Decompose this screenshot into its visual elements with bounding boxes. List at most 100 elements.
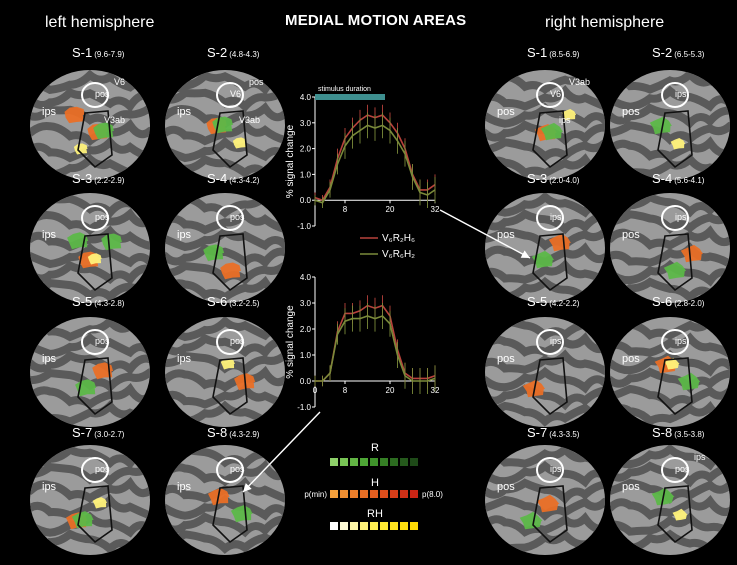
cortex-surface xyxy=(30,193,150,303)
activation-blob xyxy=(672,508,688,521)
area-label: pos xyxy=(497,353,515,365)
sulcus xyxy=(610,136,730,161)
sulcus xyxy=(165,225,285,252)
sulcus xyxy=(610,401,730,426)
sulcus xyxy=(165,136,285,163)
activation-blob xyxy=(232,137,247,149)
x-tick-label: 32 xyxy=(431,205,440,214)
map-title: S-2(4.8-4.3) xyxy=(207,45,260,60)
scale-rh-swatch xyxy=(360,522,368,530)
scale-h-swatch xyxy=(400,490,408,498)
scale-r-swatch xyxy=(390,458,398,466)
y-tick-label: 0.0 xyxy=(300,377,312,386)
x-tick-label: 20 xyxy=(386,386,395,395)
sulcus xyxy=(485,138,605,162)
activation-blob xyxy=(677,372,701,391)
map-range: (3.5-3.8) xyxy=(674,430,705,439)
pos-roi-outline xyxy=(536,457,564,483)
y-tick-label: -1.0 xyxy=(297,403,311,412)
area-label: ips xyxy=(675,336,687,346)
cortex-surface xyxy=(165,193,285,303)
p-max-label: p(8.0) xyxy=(422,490,443,499)
sulcus xyxy=(165,243,285,269)
sulcus xyxy=(485,209,605,235)
sulcus xyxy=(30,494,150,520)
area-label: pos xyxy=(95,336,110,346)
pos-roi-outline xyxy=(536,82,564,108)
sulcus xyxy=(485,478,605,505)
scale-rh-swatch xyxy=(380,522,388,530)
pos-roi-outline xyxy=(661,329,689,355)
area-label: ips xyxy=(177,481,192,493)
area-label: pos xyxy=(622,481,640,493)
cortex-surface xyxy=(485,445,605,555)
cortex-surface xyxy=(30,317,150,427)
v3ab-roi-outline xyxy=(212,110,248,169)
activation-blob xyxy=(649,116,672,135)
activation-blob xyxy=(87,253,102,265)
pos-roi-outline xyxy=(216,329,244,355)
area-label: V6 xyxy=(230,89,241,99)
sulcus xyxy=(165,119,285,146)
sulcus xyxy=(30,278,150,303)
y-tick-label: 2.0 xyxy=(300,145,312,154)
sulcus xyxy=(485,227,605,251)
sulcus xyxy=(610,367,730,394)
v3ab-roi-outline xyxy=(657,357,693,416)
activation-blob xyxy=(92,497,107,509)
scale-r-swatch xyxy=(360,458,368,466)
x-tick-label: 20 xyxy=(386,205,395,214)
cortex-surface xyxy=(30,70,150,180)
v3ab-roi-outline xyxy=(77,357,113,416)
pos-roi-outline xyxy=(81,205,109,231)
sulcus xyxy=(610,332,730,358)
sulcus xyxy=(610,85,730,112)
scale-r-swatch xyxy=(410,458,418,466)
area-label: V6 xyxy=(114,77,125,87)
scale-r-label: R xyxy=(371,442,379,454)
map-title: S-2(6.5-5.3) xyxy=(652,45,705,60)
sulcus xyxy=(485,102,605,129)
map-title: S-1(9.6-7.9) xyxy=(72,45,125,60)
scale-h-swatch xyxy=(370,490,378,498)
activation-blob xyxy=(71,511,94,529)
sulcus xyxy=(485,153,605,178)
area-label: pos xyxy=(497,106,515,118)
v3ab-roi-outline xyxy=(532,485,568,544)
activation-blob xyxy=(561,109,577,121)
cortex-surface xyxy=(165,317,285,427)
pos-roi-outline xyxy=(536,329,564,355)
stimulus-bar xyxy=(315,94,385,100)
y-tick-label: 2.0 xyxy=(300,325,312,334)
sulcus xyxy=(485,85,605,111)
v3ab-roi-outline xyxy=(212,485,248,544)
sulcus xyxy=(30,382,150,410)
area-label: pos xyxy=(230,336,245,346)
map-title: S-7(3.0-2.7) xyxy=(72,425,125,440)
scale-rh-swatch xyxy=(390,522,398,530)
scale-r-swatch xyxy=(400,458,408,466)
sulcus xyxy=(30,104,150,130)
activation-blob xyxy=(548,233,571,252)
v3ab-roi-outline xyxy=(657,110,693,169)
activation-blob xyxy=(230,505,253,523)
cortex-surface xyxy=(610,445,730,555)
legend-label: V₆R₆H₂ xyxy=(382,249,415,260)
map-title: S-8(4.3-2.9) xyxy=(207,425,260,440)
sulcus xyxy=(165,333,285,359)
sulcus xyxy=(30,332,150,359)
map-range: (6.5-5.3) xyxy=(674,50,705,59)
area-label: pos xyxy=(249,77,264,87)
scale-r-swatch xyxy=(340,458,348,466)
sulcus xyxy=(30,87,150,113)
connector-arrows xyxy=(242,209,531,493)
v3ab-roi-outline xyxy=(77,110,113,169)
